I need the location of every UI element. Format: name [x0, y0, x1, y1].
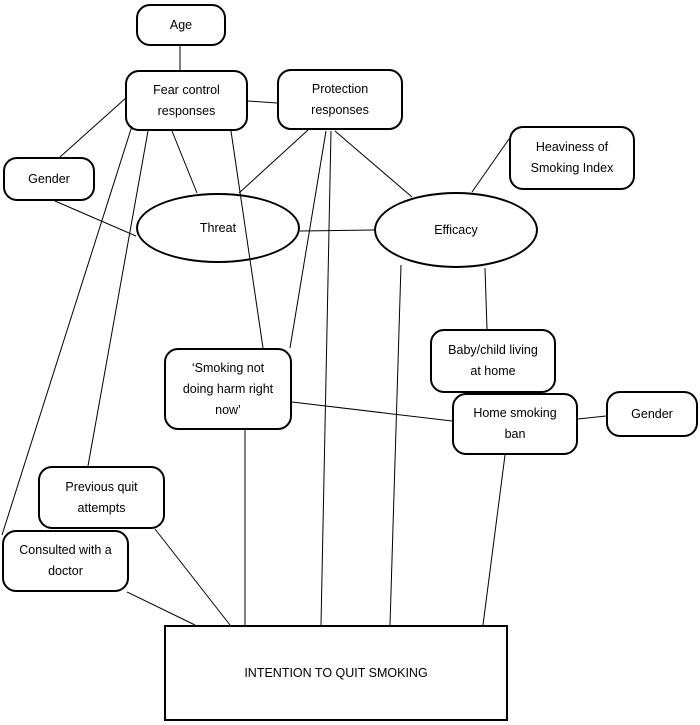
edge-consulted-doctor-to-intention: [126, 591, 196, 626]
node-home-smoking-ban: Home smoking ban: [452, 393, 578, 455]
node-previous-quit-attempts-label: Previous quit attempts: [65, 479, 138, 515]
node-protection-responses-label: Protection responses: [311, 81, 369, 117]
node-fear-control-responses-label: Fear control responses: [153, 82, 220, 118]
edge-protection-to-intention: [320, 130, 332, 626]
node-gender-right-label: Gender: [631, 406, 673, 421]
node-home-smoking-ban-label: Home smoking ban: [473, 406, 557, 441]
edge-protection-to-efficacy: [334, 130, 413, 198]
node-protection-responses: Protection responses: [277, 69, 403, 130]
node-consulted-with-a-doctor-label: Consulted with a doctor: [19, 543, 112, 578]
node-age: Age: [136, 4, 226, 46]
node-efficacy-label: Efficacy: [434, 222, 478, 237]
node-intention-to-quit-smoking: INTENTION TO QUIT SMOKING: [164, 625, 508, 721]
edge-fear-control-to-previous-quit: [87, 130, 149, 467]
edge-fear-control-to-threat: [171, 130, 198, 194]
edge-home-ban-to-gender-right: [577, 415, 607, 420]
edge-protection-to-threat: [238, 129, 309, 194]
edge-previous-quit-to-intention: [154, 528, 231, 626]
edge-home-ban-to-intention: [482, 454, 506, 626]
node-smoking-not-doing-harm: ‘Smoking not doing harm right now’: [164, 348, 292, 430]
edge-gender-left-to-threat: [54, 200, 137, 237]
node-smoking-not-doing-harm-label: ‘Smoking not doing harm right now’: [182, 360, 274, 417]
node-efficacy: Efficacy: [374, 192, 538, 268]
node-intention-to-quit-smoking-label: INTENTION TO QUIT SMOKING: [244, 665, 428, 680]
node-fear-control-responses: Fear control responses: [125, 70, 248, 131]
edge-fear-control-to-gender-left: [59, 96, 128, 158]
node-threat: Threat: [136, 193, 300, 263]
edge-smoking-not-harm-to-home-ban: [291, 401, 453, 422]
node-baby-child-living-at-home-label: Baby/child living at home: [448, 343, 538, 378]
node-previous-quit-attempts: Previous quit attempts: [38, 466, 165, 529]
node-gender-right: Gender: [606, 391, 698, 437]
edge-protection-to-smoking-not-harm: [289, 130, 327, 349]
edge-efficacy-to-baby-child: [484, 267, 488, 330]
edge-threat-to-efficacy: [299, 229, 375, 232]
edge-fear-control-to-protection: [247, 100, 278, 104]
node-heaviness-of-smoking-index-label: Heaviness of Smoking Index: [530, 140, 614, 175]
edge-efficacy-to-intention: [389, 264, 402, 626]
node-gender-left: Gender: [3, 157, 95, 201]
edge-efficacy-to-heaviness: [471, 138, 510, 193]
node-heaviness-of-smoking-index: Heaviness of Smoking Index: [509, 126, 635, 190]
node-age-label: Age: [169, 17, 193, 32]
node-threat-label: Threat: [199, 220, 237, 235]
node-gender-left-label: Gender: [28, 171, 70, 186]
node-baby-child-living-at-home: Baby/child living at home: [430, 329, 556, 393]
node-consulted-with-a-doctor: Consulted with a doctor: [2, 530, 129, 592]
edge-fear-control-to-consulted-doctor: [1, 125, 133, 536]
